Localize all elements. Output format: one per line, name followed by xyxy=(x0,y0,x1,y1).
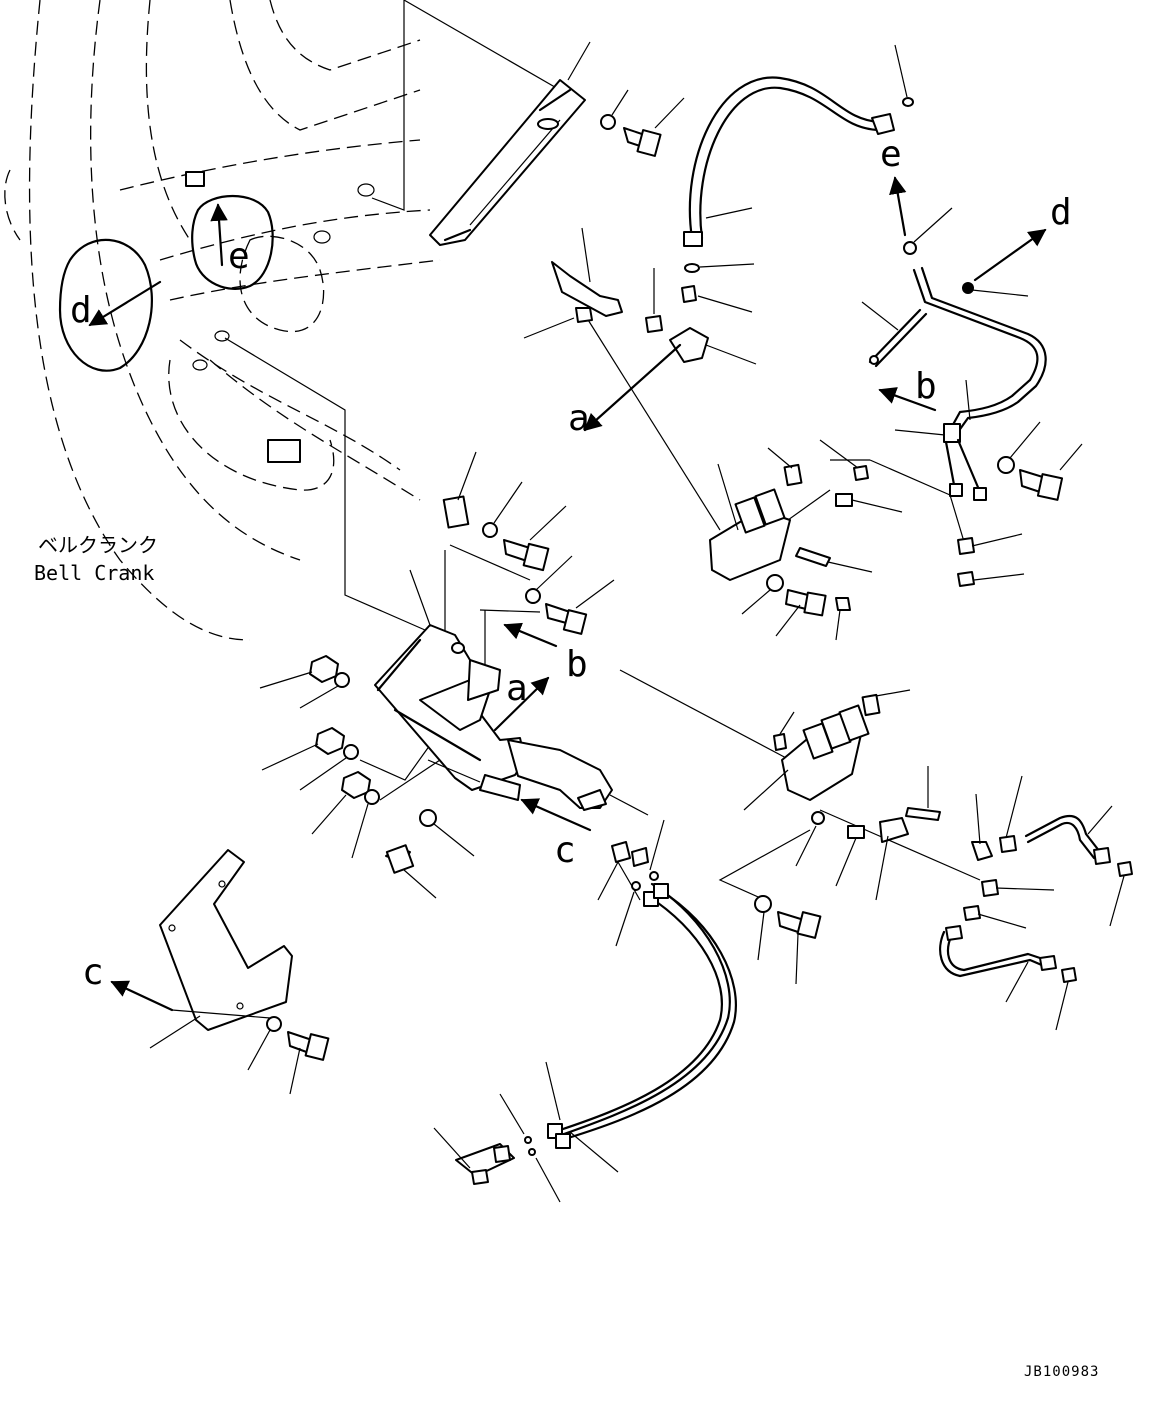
caption-english: Bell Crank xyxy=(34,561,154,585)
washer-bolt-lower-right xyxy=(754,895,822,985)
callout-e-left: e xyxy=(228,236,250,277)
callout-a-mid: a xyxy=(506,668,528,709)
tube-assembly-right xyxy=(861,266,1047,501)
callout-b-mid: b xyxy=(566,644,588,685)
drawing-code: JB100983 xyxy=(1024,1364,1099,1380)
callout-a-mid-group: a xyxy=(493,668,550,732)
caption-japanese: ベルクランク xyxy=(38,533,158,557)
callout-c-mid: c xyxy=(554,830,576,871)
callout-a-upper: a xyxy=(568,398,590,439)
control-valve-upper xyxy=(709,439,903,641)
hose-pair-lower xyxy=(545,882,737,1173)
callout-b-upper-group: b xyxy=(878,366,937,412)
callout-d-left: d xyxy=(70,290,92,331)
machine-frame-outline xyxy=(4,0,441,641)
callout-c-mid-group: c xyxy=(520,798,592,871)
washer-bolt-lower-left xyxy=(247,1016,330,1095)
frame-clip xyxy=(185,171,205,187)
fittings-center-top xyxy=(523,227,757,365)
callout-b-mid-group: b xyxy=(503,622,588,685)
nuts-washers-left xyxy=(259,655,475,899)
control-valve-lower xyxy=(743,689,1055,929)
callout-c-left: c xyxy=(82,952,104,993)
callout-d-right: d xyxy=(1050,192,1072,233)
grease-nipple-bottom xyxy=(433,1093,561,1203)
cover-plate-lower-left xyxy=(149,849,293,1049)
fittings-lower-mid xyxy=(597,819,665,947)
callout-c-left-group: c xyxy=(82,952,174,1012)
callout-bubble-e-left: e xyxy=(191,194,274,290)
callout-bubble-d-left: d xyxy=(58,238,162,372)
washer-bolt-right xyxy=(957,421,1083,587)
washer-bolt-top xyxy=(600,89,685,157)
hose-top xyxy=(683,44,914,247)
frame-holes xyxy=(185,171,375,463)
frame-bracket-tab xyxy=(267,439,301,463)
bell-crank-caption: ベルクランク Bell Crank xyxy=(34,533,158,585)
callout-e-right-group: e xyxy=(880,134,953,255)
bolts-mid-center xyxy=(442,451,615,635)
small-tubes-right-lower xyxy=(939,805,1133,1031)
callout-b-upper: b xyxy=(915,366,937,407)
callout-a-upper-group: a xyxy=(568,343,682,439)
callout-e-right: e xyxy=(880,134,902,175)
leader-lines xyxy=(224,0,981,901)
callout-d-right-group: d xyxy=(962,192,1072,297)
lever-bracket-top xyxy=(429,41,591,246)
pedal-bracket-main xyxy=(374,569,649,816)
